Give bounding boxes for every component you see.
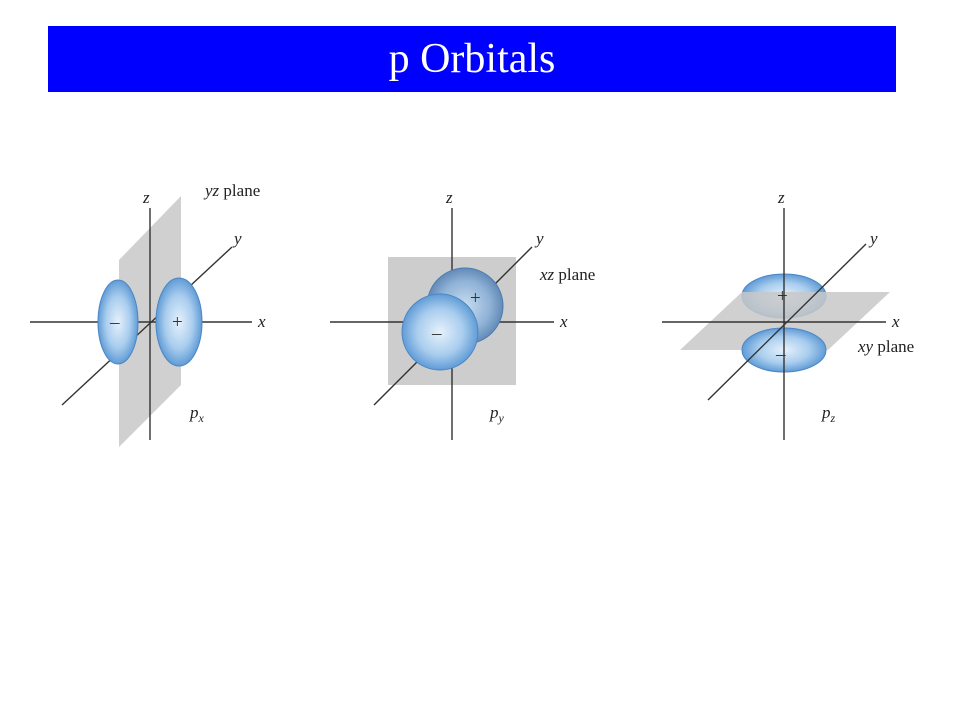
py-z-label: z	[445, 188, 453, 207]
py-plus-sign: +	[470, 288, 481, 309]
pz-minus-sign: –	[775, 344, 786, 365]
px-plus-lobe	[155, 277, 203, 367]
pz-plane-label: xy plane	[857, 337, 914, 356]
px-z-label: z	[142, 188, 150, 207]
py-orbital-label: py	[489, 403, 505, 425]
px-plus-sign: +	[172, 312, 183, 333]
pz-plus-sign: +	[777, 286, 788, 307]
py-plane-label: xz plane	[539, 265, 595, 284]
pz-orbital-panel: + – z y x xy plane pz	[662, 188, 914, 440]
py-minus-lobe	[401, 293, 479, 371]
py-minus-sign: –	[431, 323, 442, 344]
px-orbital-panel: – + z y x yz plane px	[30, 181, 266, 447]
pz-x-label: x	[891, 312, 900, 331]
px-minus-sign: –	[109, 312, 120, 333]
px-x-label: x	[257, 312, 266, 331]
py-x-label: x	[559, 312, 568, 331]
slide-title: p Orbitals	[388, 36, 556, 82]
pz-y-label: y	[868, 229, 878, 248]
py-y-label: y	[534, 229, 544, 248]
pz-z-label: z	[777, 188, 785, 207]
px-y-axis	[61, 246, 233, 406]
pz-orbital-label: pz	[821, 403, 836, 425]
xy-plane	[680, 292, 890, 350]
px-y-label: y	[232, 229, 242, 248]
title-bar: p Orbitals	[48, 26, 896, 92]
px-minus-lobe	[97, 279, 139, 365]
py-orbital-panel: + – z y x xz plane py	[330, 188, 595, 440]
pz-y-axis	[707, 243, 867, 401]
px-orbital-label: px	[189, 403, 205, 425]
px-plane-label: yz plane	[203, 181, 260, 200]
